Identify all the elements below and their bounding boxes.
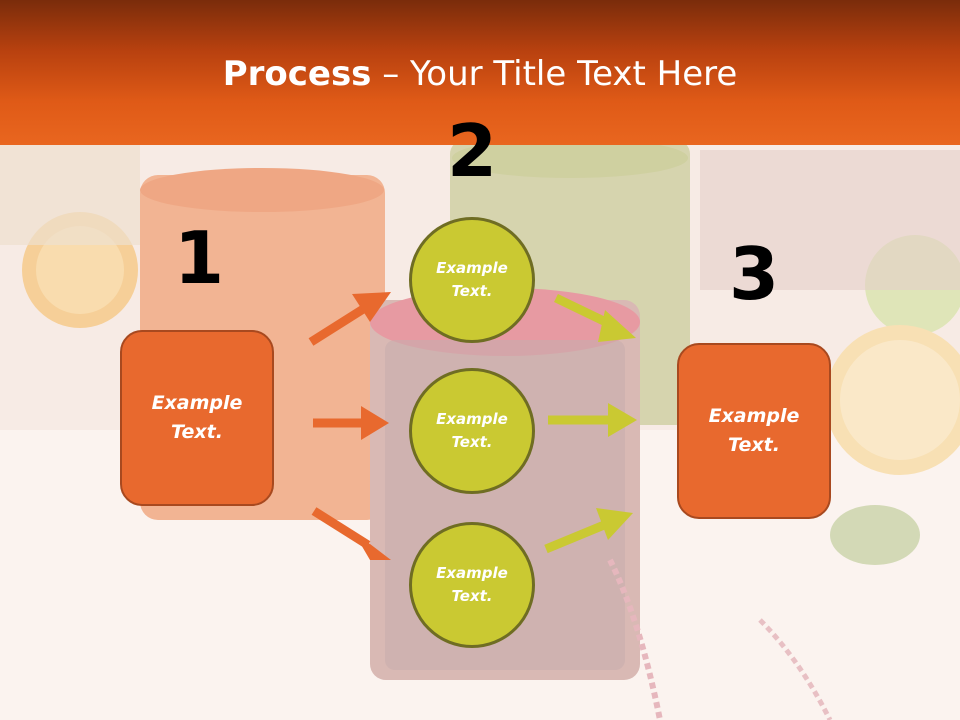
arrow-top-to-3: [554, 293, 636, 342]
circle-top-text-line1: Example: [436, 259, 508, 277]
step-1-box: Example Text.: [120, 330, 274, 506]
step-3-box: Example Text.: [677, 343, 831, 519]
arrow-middle-to-3: [548, 403, 637, 437]
title-bar: [0, 0, 960, 145]
slide-title-rest: – Your Title Text Here: [371, 54, 738, 94]
step-1-number: 1: [173, 216, 225, 300]
step-2-circle-middle: Example Text.: [409, 368, 535, 494]
step-1-text-line1: Example: [151, 392, 243, 414]
circle-top-text-line2: Text.: [451, 282, 493, 300]
slide-title-bold: Process: [222, 54, 372, 94]
arrow-1-to-bottom: [311, 507, 391, 560]
step-3-text-line2: Text.: [728, 434, 780, 456]
step-3-text-line1: Example: [708, 405, 800, 427]
step-2-circle-bottom: Example Text.: [409, 522, 535, 648]
step-3-number: 3: [728, 232, 780, 316]
circle-middle-text-line1: Example: [436, 410, 508, 428]
slide-title: Process – Your Title Text Here: [0, 52, 960, 96]
step-2-circle-top: Example Text.: [409, 217, 535, 343]
arrow-1-to-middle: [313, 406, 389, 440]
arrow-1-to-top: [308, 292, 391, 346]
step-1-text-line2: Text.: [171, 421, 223, 443]
arrow-bottom-to-3: [544, 508, 633, 554]
circle-bottom-text-line1: Example: [436, 564, 508, 582]
circle-middle-text-line2: Text.: [451, 433, 493, 451]
circle-bottom-text-line2: Text.: [451, 587, 493, 605]
step-2-number: 2: [446, 109, 498, 193]
